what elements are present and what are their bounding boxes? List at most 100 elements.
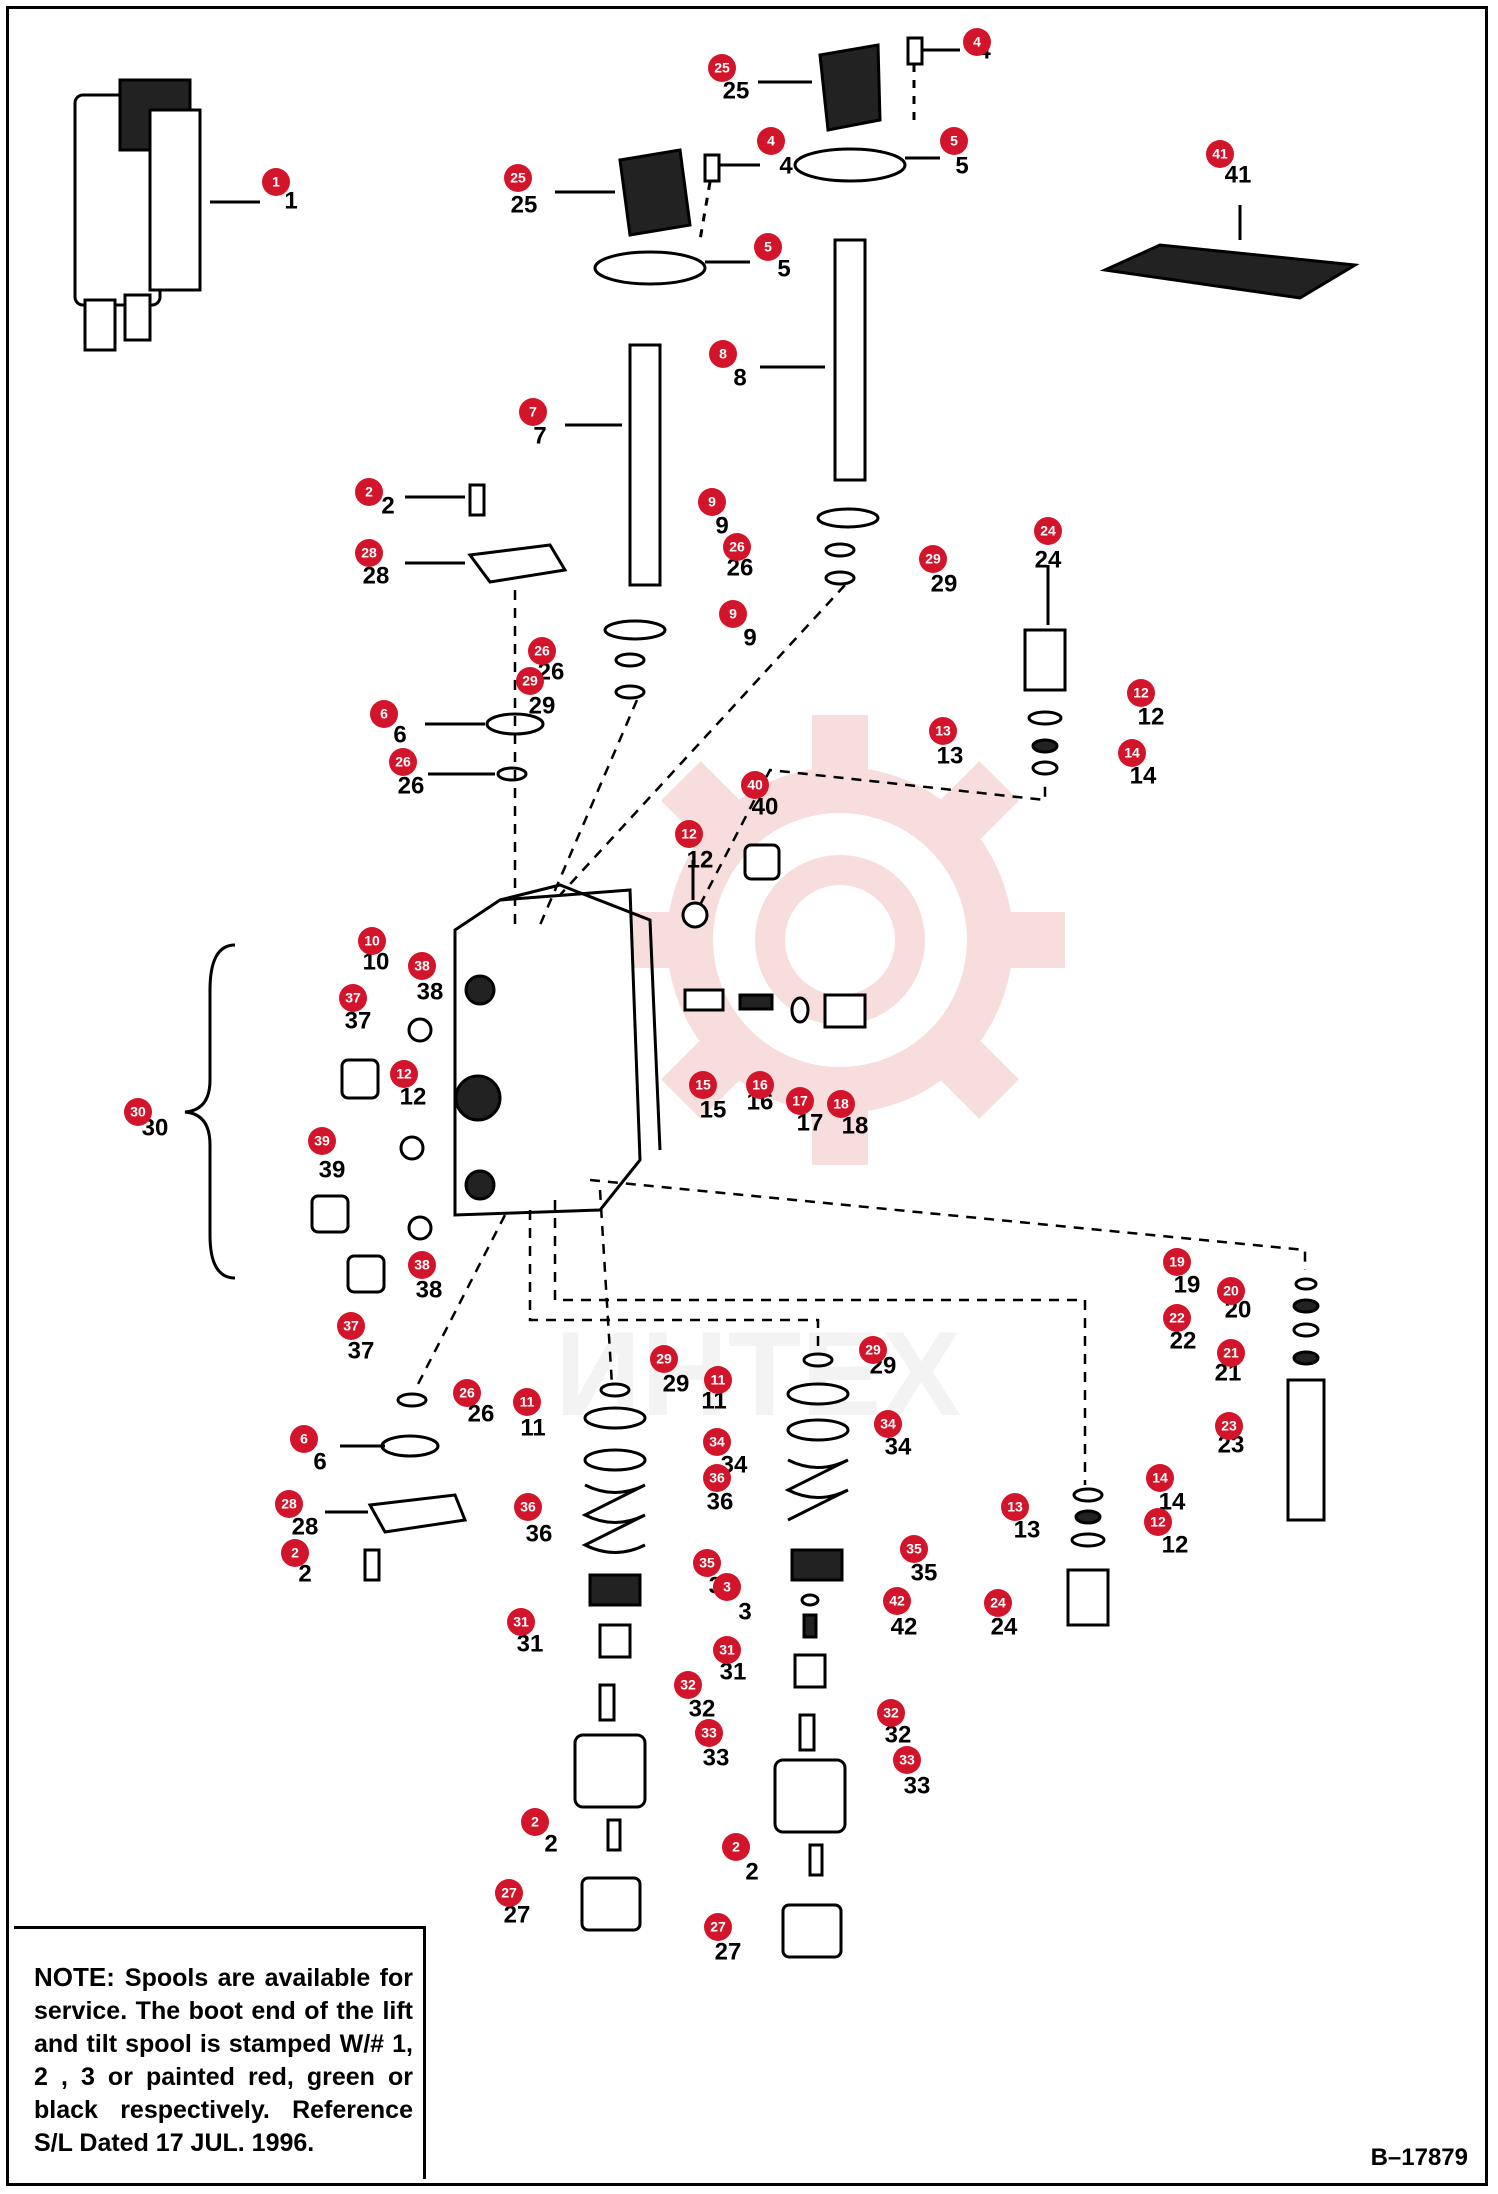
part-number-label: 8 [733,364,746,391]
part-number-label: 36 [707,1488,734,1515]
callout-bubble: 4 [963,28,991,56]
callout-circle [757,127,785,155]
callout-bubble: 30 [124,1098,152,1126]
callout-bubble: 11 [704,1366,732,1394]
part-number-label: 3 [738,1598,751,1625]
callout-number: 37 [343,1318,359,1334]
callout-circle [900,1535,928,1563]
part-number-label: 7 [533,422,546,449]
callout-number: 13 [1007,1499,1023,1515]
callout-number: 6 [380,706,388,722]
callout-circle [877,1699,905,1727]
callout-number: 5 [950,133,958,149]
callout-bubble: 37 [339,984,367,1012]
callout-circle [358,927,386,955]
callout-number: 31 [719,1642,735,1658]
callout-circle [984,1589,1012,1617]
callout-number: 34 [709,1434,725,1450]
callout-circle [1217,1339,1245,1367]
callout-circle [1144,1508,1172,1536]
callout-circle [521,1808,549,1836]
callout-number: 36 [520,1499,536,1515]
callout-circle [308,1127,336,1155]
part-number-label: 24 [991,1613,1018,1640]
callout-circle [703,1428,731,1456]
callout-number: 28 [281,1496,297,1512]
callout-bubble: 35 [900,1535,928,1563]
part-number-label: 12 [1138,703,1165,730]
callout-bubble: 25 [708,54,736,82]
callout-number: 7 [529,404,537,420]
part-number-label: 39 [319,1156,346,1183]
callout-number: 2 [291,1545,299,1561]
callout-bubble: 4 [757,127,785,155]
part-number-label: 27 [715,1938,742,1965]
callout-circle [708,54,736,82]
callout-number: 40 [747,777,763,793]
callout-circle [859,1336,887,1364]
callout-bubble: 29 [516,667,544,695]
callout-bubble: 22 [1163,1304,1191,1332]
callout-circle [746,1071,774,1099]
callout-bubble: 14 [1118,739,1146,767]
callout-number: 26 [534,643,550,659]
callout-circle [713,1636,741,1664]
part-number-label: 4 [779,152,793,179]
callout-bubble: 28 [275,1490,303,1518]
callout-circle [453,1379,481,1407]
callout-circle [339,984,367,1012]
part-number-label: 38 [417,978,444,1005]
callout-circle [1146,1464,1174,1492]
part-number-label: 38 [416,1276,443,1303]
callout-bubble: 41 [1206,140,1234,168]
callout-circle [1001,1493,1029,1521]
callout-number: 15 [695,1077,711,1093]
callout-bubble: 36 [514,1493,542,1521]
callout-number: 27 [501,1885,517,1901]
callout-circle [874,1410,902,1438]
callout-bubble: 29 [859,1336,887,1364]
callout-number: 4 [767,133,775,149]
callout-circle [704,1913,732,1941]
callout-number: 9 [708,494,716,510]
callout-number: 12 [1150,1514,1166,1530]
part-number-label: 5 [777,255,790,282]
callout-bubble: 2 [521,1808,549,1836]
callout-circle [124,1098,152,1126]
callout-bubble: 20 [1217,1277,1245,1305]
callout-bubble: 32 [877,1699,905,1727]
callout-bubble: 29 [650,1345,678,1373]
callout-number: 6 [300,1431,308,1447]
callout-number: 28 [361,545,377,561]
callout-bubble: 9 [719,600,747,628]
part-number-label: 1 [284,187,297,214]
callout-number: 35 [699,1555,715,1571]
callout-number: 26 [459,1385,475,1401]
note-keyword: NOTE: [34,1962,115,1992]
callout-bubble: 14 [1146,1464,1174,1492]
callout-bubble: 27 [495,1879,523,1907]
part-number-label: 2 [381,492,394,519]
callout-bubble: 27 [704,1913,732,1941]
callout-number: 14 [1124,745,1140,761]
part-number-label: 11 [520,1414,545,1441]
part-number-label: 25 [511,191,538,218]
callout-circle [754,233,782,261]
callout-number: 20 [1223,1283,1239,1299]
callout-number: 24 [1040,523,1056,539]
callout-number: 29 [865,1342,881,1358]
callout-circle [514,1493,542,1521]
part-number-label: 33 [904,1772,931,1799]
callout-circle [516,667,544,695]
callout-bubble: 12 [1144,1508,1172,1536]
service-note: NOTE:Spools are available for service. T… [14,1926,426,2179]
callout-number: 12 [681,826,697,842]
assembled-valve-icon [73,78,260,352]
callout-circle [262,168,290,196]
part-number-label: 13 [1014,1516,1041,1543]
callout-circle [290,1425,318,1453]
callout-circle [704,1366,732,1394]
callout-circle [786,1087,814,1115]
